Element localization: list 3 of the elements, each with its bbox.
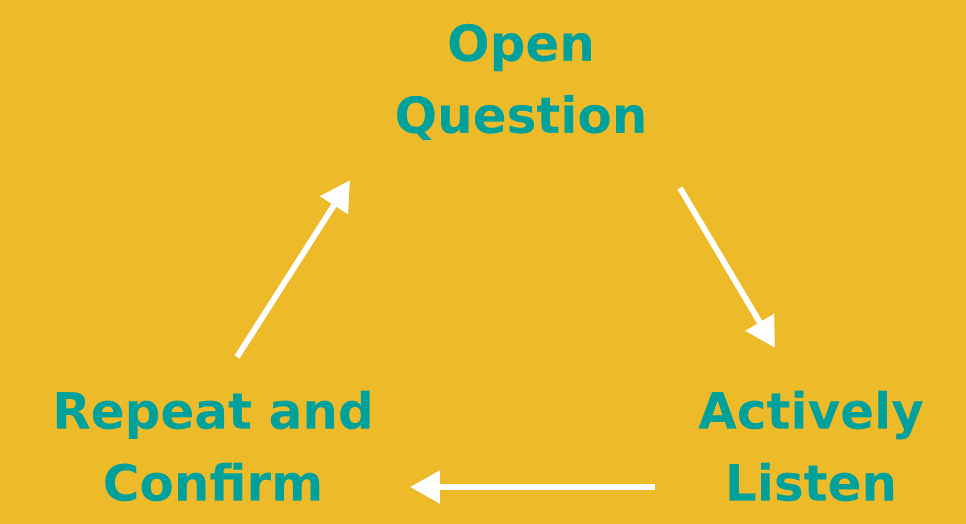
step-label: Actively Listen <box>698 390 923 502</box>
step-label: Repeat and Confirm <box>56 390 370 502</box>
step-label: Open Question <box>397 24 644 140</box>
